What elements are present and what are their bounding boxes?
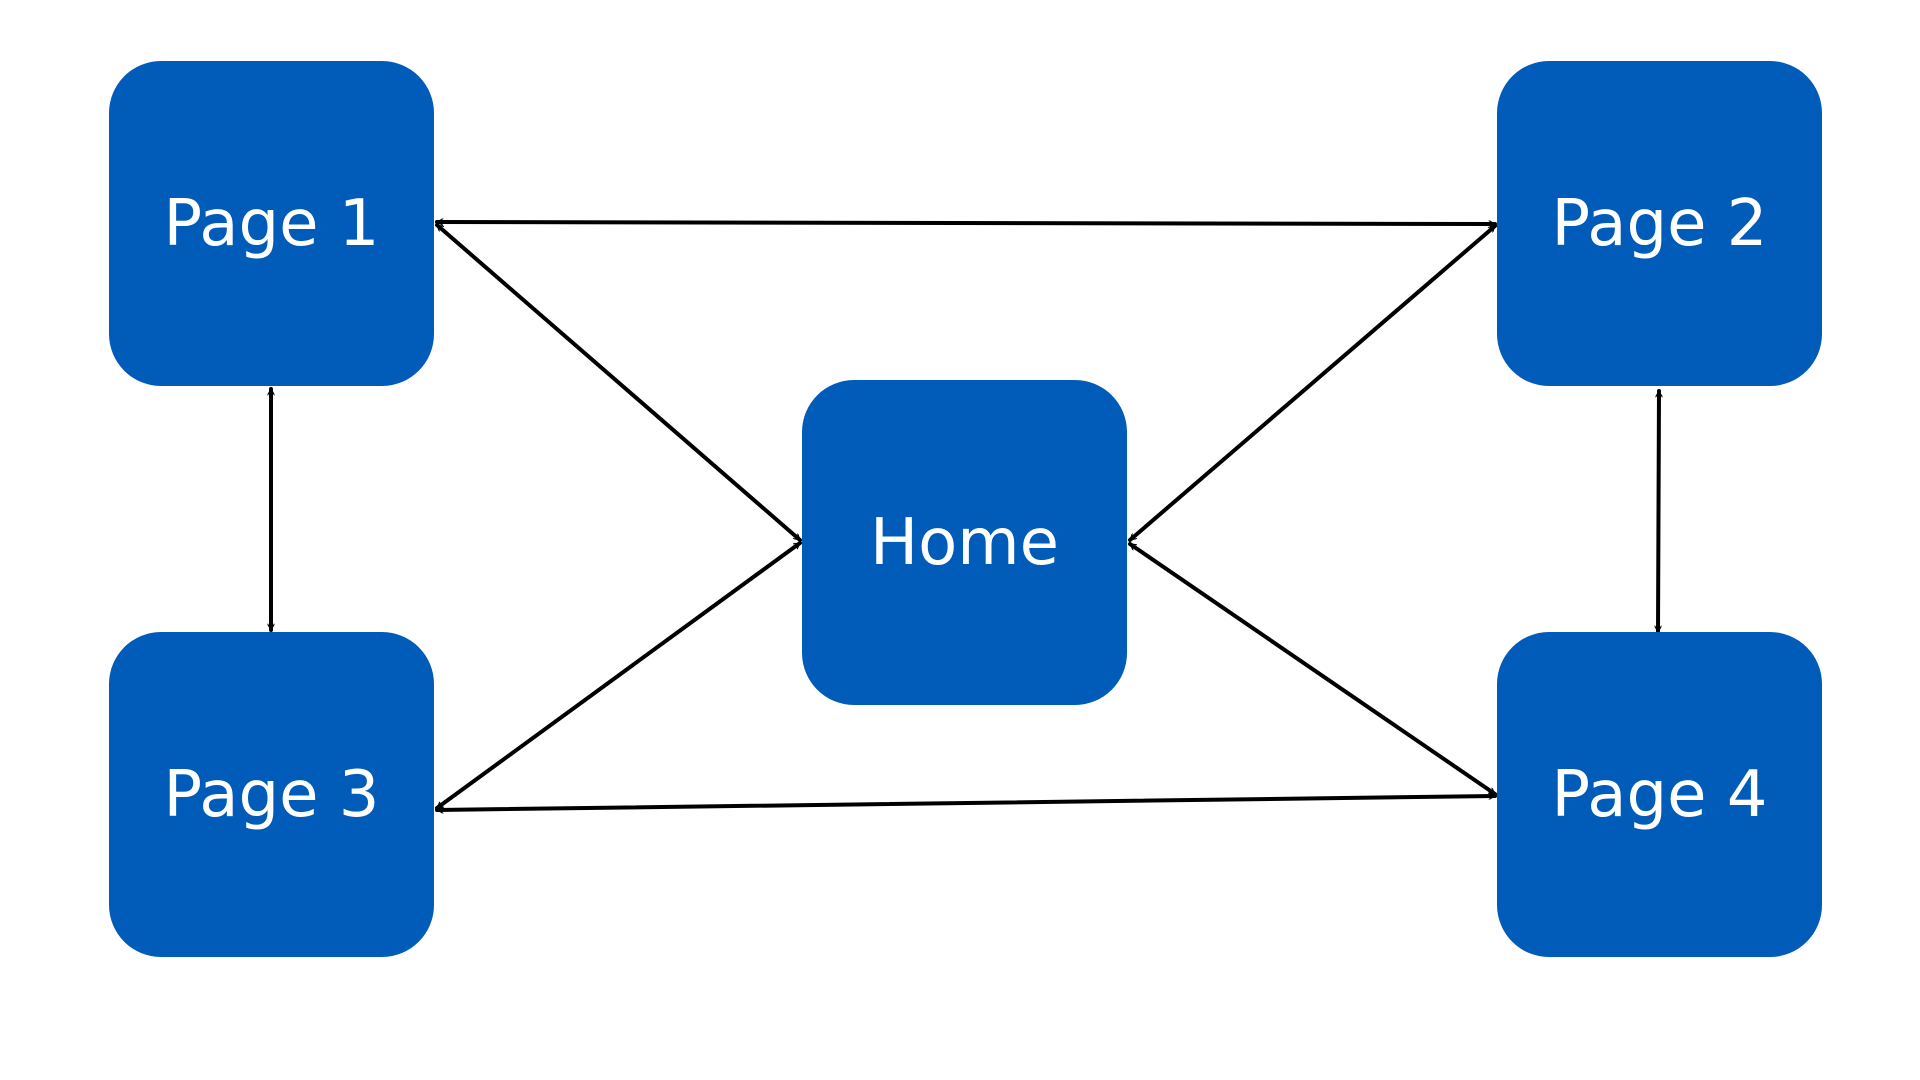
connector-page1-page2 — [435, 222, 1497, 224]
connector-page2-home — [1128, 224, 1497, 542]
node-page-2-label: Page 2 — [1551, 186, 1768, 261]
node-page-1[interactable]: Page 1 — [109, 61, 434, 386]
connector-page3-page4 — [435, 796, 1497, 810]
connector-page3-home — [435, 541, 802, 810]
node-page-4[interactable]: Page 4 — [1497, 632, 1822, 957]
connector-page1-home — [435, 223, 802, 542]
node-home-label: Home — [870, 505, 1059, 580]
connector-page4-home — [1128, 542, 1497, 796]
node-page-1-label: Page 1 — [163, 186, 380, 261]
node-home[interactable]: Home — [802, 380, 1127, 705]
node-page-4-label: Page 4 — [1551, 757, 1768, 832]
node-page-2[interactable]: Page 2 — [1497, 61, 1822, 386]
connector-page2-page4 — [1658, 389, 1659, 634]
node-page-3-label: Page 3 — [163, 757, 380, 832]
node-page-3[interactable]: Page 3 — [109, 632, 434, 957]
